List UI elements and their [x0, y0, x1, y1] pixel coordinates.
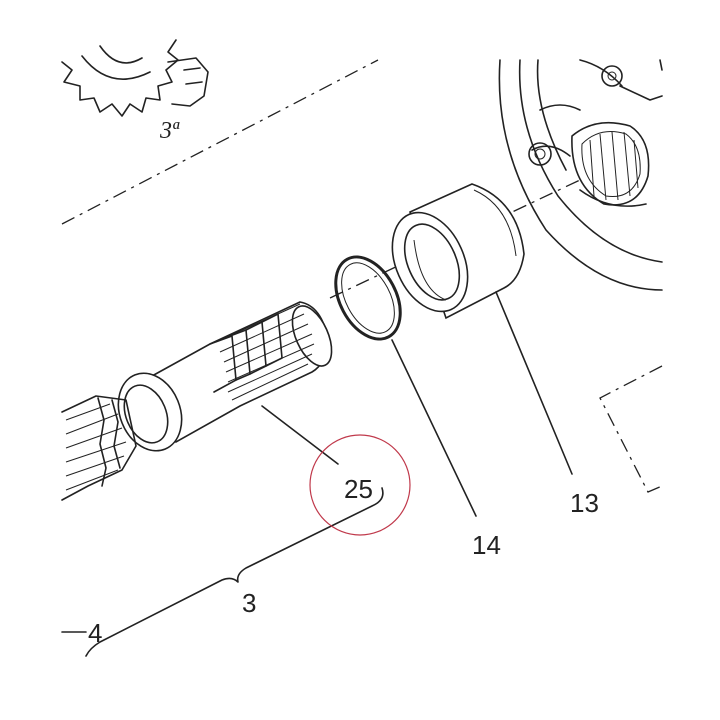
callout-14: 14 [472, 530, 501, 560]
gear-3a-partial [61, 39, 209, 117]
highlight-circle [309, 434, 411, 536]
housing-flange [498, 59, 663, 291]
leader-25 [261, 405, 339, 465]
adjacent-housing-outline [599, 365, 663, 493]
callout-13: 13 [570, 488, 599, 518]
callout-4: 4 [88, 618, 102, 648]
spline-teeth [209, 303, 315, 401]
leader-14 [391, 339, 477, 517]
leader-13 [495, 291, 573, 475]
shaft-gear-teeth [61, 395, 137, 501]
bushing [391, 183, 525, 320]
gear-label: 3ª [159, 118, 180, 144]
callout-3: 3 [242, 588, 256, 618]
centerline-upper [61, 59, 379, 225]
retaining-ring [334, 255, 402, 341]
callout-25: 25 [344, 474, 373, 504]
bracket-group-3 [85, 487, 384, 657]
splined-shaft [61, 301, 333, 501]
